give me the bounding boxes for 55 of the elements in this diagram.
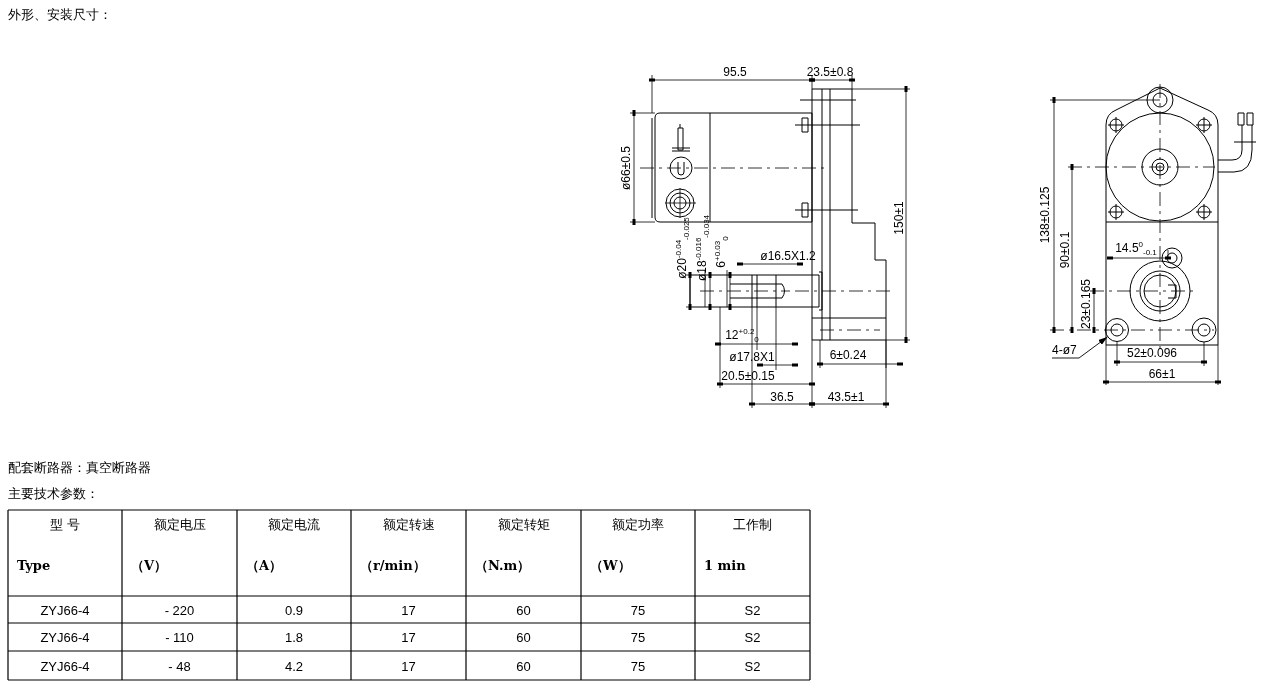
dimension-label: 95.5	[723, 66, 747, 78]
table-cell: ZYJ66-4	[40, 630, 90, 644]
column-header: 工作制	[733, 517, 772, 531]
column-header: 额定转矩	[497, 517, 550, 531]
table-cell: ZYJ66-4	[40, 659, 90, 672]
dimension-label: ø66±0.5	[620, 146, 632, 190]
table-cell: 1.8	[284, 630, 304, 644]
column-header: 型 号	[49, 517, 81, 531]
callout-label: 4-ø7	[1052, 344, 1077, 356]
unit-label: （r/min）	[360, 559, 426, 572]
table-cell: 75	[630, 630, 646, 644]
table-cell: 4.2	[284, 659, 304, 672]
unit-label: （W）	[590, 559, 631, 572]
table-cell: 0.9	[284, 603, 304, 616]
dimension-label: 43.5±1	[827, 391, 865, 403]
table-cell: - 220	[164, 603, 195, 616]
table-cell: S2	[744, 603, 761, 616]
note-text: 配套断路器：真空断路器	[8, 461, 151, 474]
unit-label: （N.m）	[475, 559, 531, 572]
unit-label: Type	[17, 559, 51, 572]
table-cell: 17	[401, 659, 416, 672]
table-cell: - 48	[168, 659, 191, 672]
column-header: 额定功率	[612, 517, 664, 531]
dimension-label: 66±1	[1148, 368, 1176, 380]
table-cell: S2	[744, 630, 761, 644]
table-cell: 17	[401, 630, 416, 644]
column-header: 额定电压	[153, 517, 206, 531]
dimension-label: 23±0.165	[1080, 279, 1092, 329]
dimension-label: ø17.8X1	[729, 351, 775, 363]
table-cell: 75	[630, 603, 646, 616]
unit-label: （V）	[131, 559, 168, 572]
dimension-label: 150±1	[893, 201, 905, 235]
unit-label: 1 min	[704, 559, 746, 572]
unit-label: （A）	[246, 559, 283, 572]
dimension-label: ø16.5X1.2	[760, 250, 816, 262]
column-header: 额定转速	[382, 517, 435, 531]
table-cell: ZYJ66-4	[40, 603, 90, 616]
dimension-label: 90±0.1	[1059, 231, 1071, 269]
mounting-hole	[1105, 318, 1129, 342]
dimension-label: 23.5±0.8	[806, 66, 854, 78]
dimension-label: 20.5±0.15	[721, 370, 775, 382]
table-cell: 60	[516, 630, 531, 644]
table-cell: 60	[516, 659, 531, 672]
page-title: 外形、安装尺寸：	[8, 8, 112, 21]
dimension-label: 36.5	[770, 391, 794, 403]
dimension-label: 138±0.125	[1039, 186, 1051, 244]
column-header: 额定电流	[268, 517, 320, 531]
dimension-label: 52±0.096	[1127, 347, 1177, 359]
table-cell: 17	[401, 603, 416, 616]
table-cell: - 110	[165, 630, 194, 644]
table-cell: S2	[744, 659, 761, 672]
table-cell: 60	[516, 603, 531, 616]
note-text: 主要技术参数：	[8, 487, 99, 500]
table-cell: 75	[630, 659, 646, 672]
dimension-label: 6±0.24	[829, 349, 867, 361]
